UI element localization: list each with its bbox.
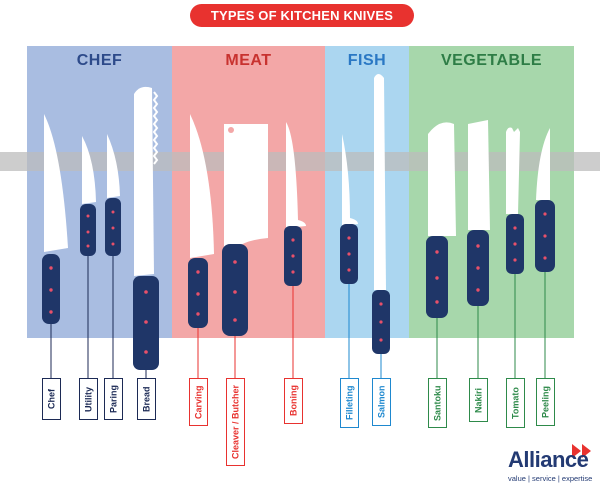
knife-peeling xyxy=(535,128,555,378)
logo-arrows-icon xyxy=(572,444,591,458)
category-chef-label: CHEF xyxy=(76,52,123,69)
knife-bread xyxy=(133,86,159,378)
logo-name: Alliance xyxy=(508,447,589,472)
knife-paring xyxy=(105,134,121,378)
label-chef: Chef xyxy=(42,378,61,420)
page-title: TYPES OF KITCHEN KNIVES xyxy=(190,4,414,27)
alliance-logo: Alliance value | service | expertise xyxy=(508,443,598,488)
logo-tagline: value | service | expertise xyxy=(508,474,593,483)
knife-tomato xyxy=(506,127,524,378)
knife-utility xyxy=(80,136,96,378)
knife-santoku xyxy=(426,122,456,378)
label-bread: Bread xyxy=(137,378,156,420)
label-salmon: Salmon xyxy=(372,378,391,426)
label-carving: Carving xyxy=(189,378,208,426)
label-tomato: Tomato xyxy=(506,378,525,428)
category-fish-label: FISH xyxy=(347,52,387,69)
knife-chef xyxy=(42,114,68,378)
knife-nakiri xyxy=(467,120,490,378)
label-santoku: Santoku xyxy=(428,378,447,428)
category-vegetable-label: VEGETABLE xyxy=(440,52,543,69)
label-boning: Boning xyxy=(284,378,303,424)
label-peeling: Peeling xyxy=(536,378,555,426)
knife-boning xyxy=(284,122,306,378)
knife-salmon xyxy=(372,74,390,378)
label-utility: Utility xyxy=(79,378,98,420)
category-meat-label: MEAT xyxy=(225,52,272,69)
knife-cleaver xyxy=(222,124,268,378)
label-cleaver: Cleaver / Butcher xyxy=(226,378,245,466)
panel-fish xyxy=(325,46,409,338)
label-filleting: Filleting xyxy=(340,378,359,428)
label-nakiri: Nakiri xyxy=(469,378,488,422)
knife-filleting xyxy=(340,134,358,378)
knife-carving xyxy=(188,114,214,378)
label-paring: Paring xyxy=(104,378,123,420)
